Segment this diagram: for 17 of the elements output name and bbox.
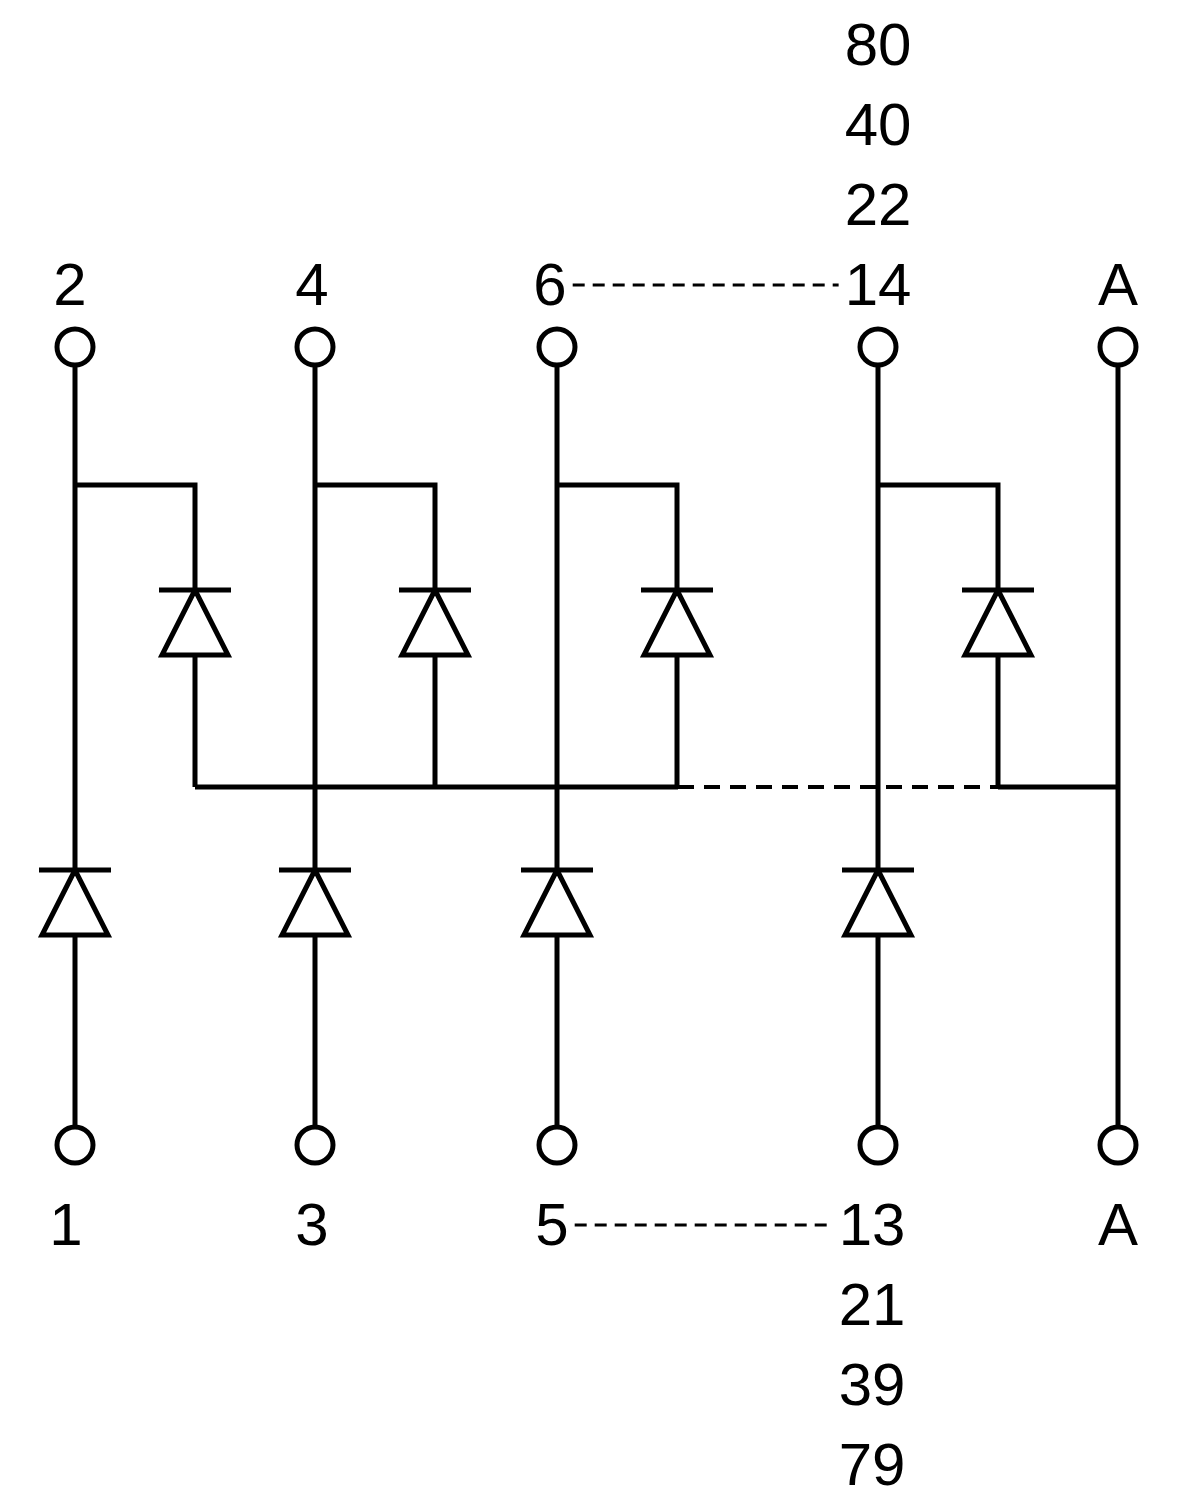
terminal-label: 14: [844, 255, 912, 315]
pin-number: 21: [838, 1275, 906, 1335]
pin-number: 80: [844, 15, 912, 75]
terminal-label: A: [1098, 1195, 1138, 1255]
pin-number: 22: [844, 175, 912, 235]
terminal-label: A: [1098, 255, 1138, 315]
terminal-label: 13: [838, 1195, 906, 1255]
pin-number: 39: [838, 1355, 906, 1415]
terminal-label: 6: [533, 255, 567, 315]
pin-number: 79: [838, 1435, 906, 1495]
terminal-label: 3: [295, 1195, 329, 1255]
terminal-label: 4: [295, 255, 329, 315]
connector-line: [572, 283, 839, 287]
terminal-label: 2: [53, 255, 87, 315]
terminal-label: 5: [535, 1195, 569, 1255]
terminal-label: 1: [49, 1195, 83, 1255]
pin-number: 40: [844, 95, 912, 155]
